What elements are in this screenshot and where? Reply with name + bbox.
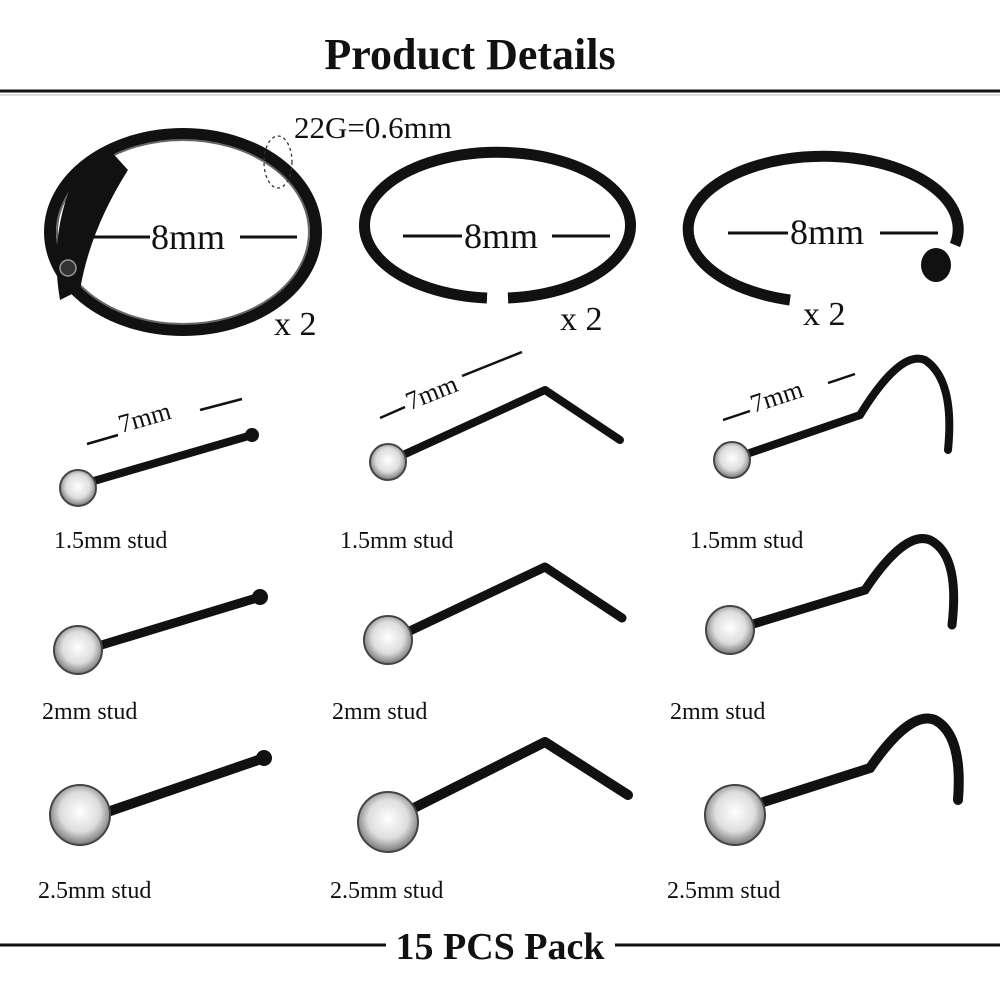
ring-2-qty: x 2 (560, 301, 603, 338)
ring-1-qty: x 2 (274, 306, 317, 343)
hinged-segment-ring (44, 128, 322, 336)
stud-label: 2mm stud (42, 699, 138, 725)
stud-label: 2.5mm stud (667, 878, 781, 904)
straight-stud-2-5mm (49, 750, 272, 846)
straight-stud-1-5mm (59, 428, 259, 507)
l-shaped-stud-2-5mm (357, 737, 633, 853)
straight-stud-2mm (53, 589, 268, 675)
gauge-note: 22G=0.6mm (294, 110, 452, 145)
l-shaped-stud-2mm (363, 562, 627, 665)
gauge-callout-circle (263, 135, 293, 189)
ring-2-size: 8mm (464, 216, 539, 256)
stud-label: 2.5mm stud (38, 878, 152, 904)
footer-pack-label: 15 PCS Pack (385, 926, 615, 968)
ring-1-size: 8mm (151, 217, 226, 257)
stud-label: 1.5mm stud (690, 528, 804, 554)
l-shaped-stud-1-5mm (369, 386, 624, 481)
screw-stud-2mm (705, 534, 959, 655)
stud-label: 2.5mm stud (330, 878, 444, 904)
bar-length-indicators (86, 350, 856, 446)
stud-label: 1.5mm stud (54, 528, 168, 554)
stud-label: 2mm stud (670, 699, 766, 725)
screw-stud-1-5mm (713, 354, 954, 479)
screw-stud-2-5mm (704, 713, 964, 846)
ring-3-qty: x 2 (803, 296, 846, 333)
footer-pack-label-wrap: 15 PCS Pack (0, 926, 1000, 968)
page-title: Product Details (324, 30, 616, 79)
c-ring-flat-end (682, 150, 964, 306)
ring-3-size: 8mm (790, 212, 865, 252)
stud-label: 1.5mm stud (340, 528, 454, 554)
stud-label: 2mm stud (332, 699, 428, 725)
open-hoop-ring (359, 146, 636, 304)
